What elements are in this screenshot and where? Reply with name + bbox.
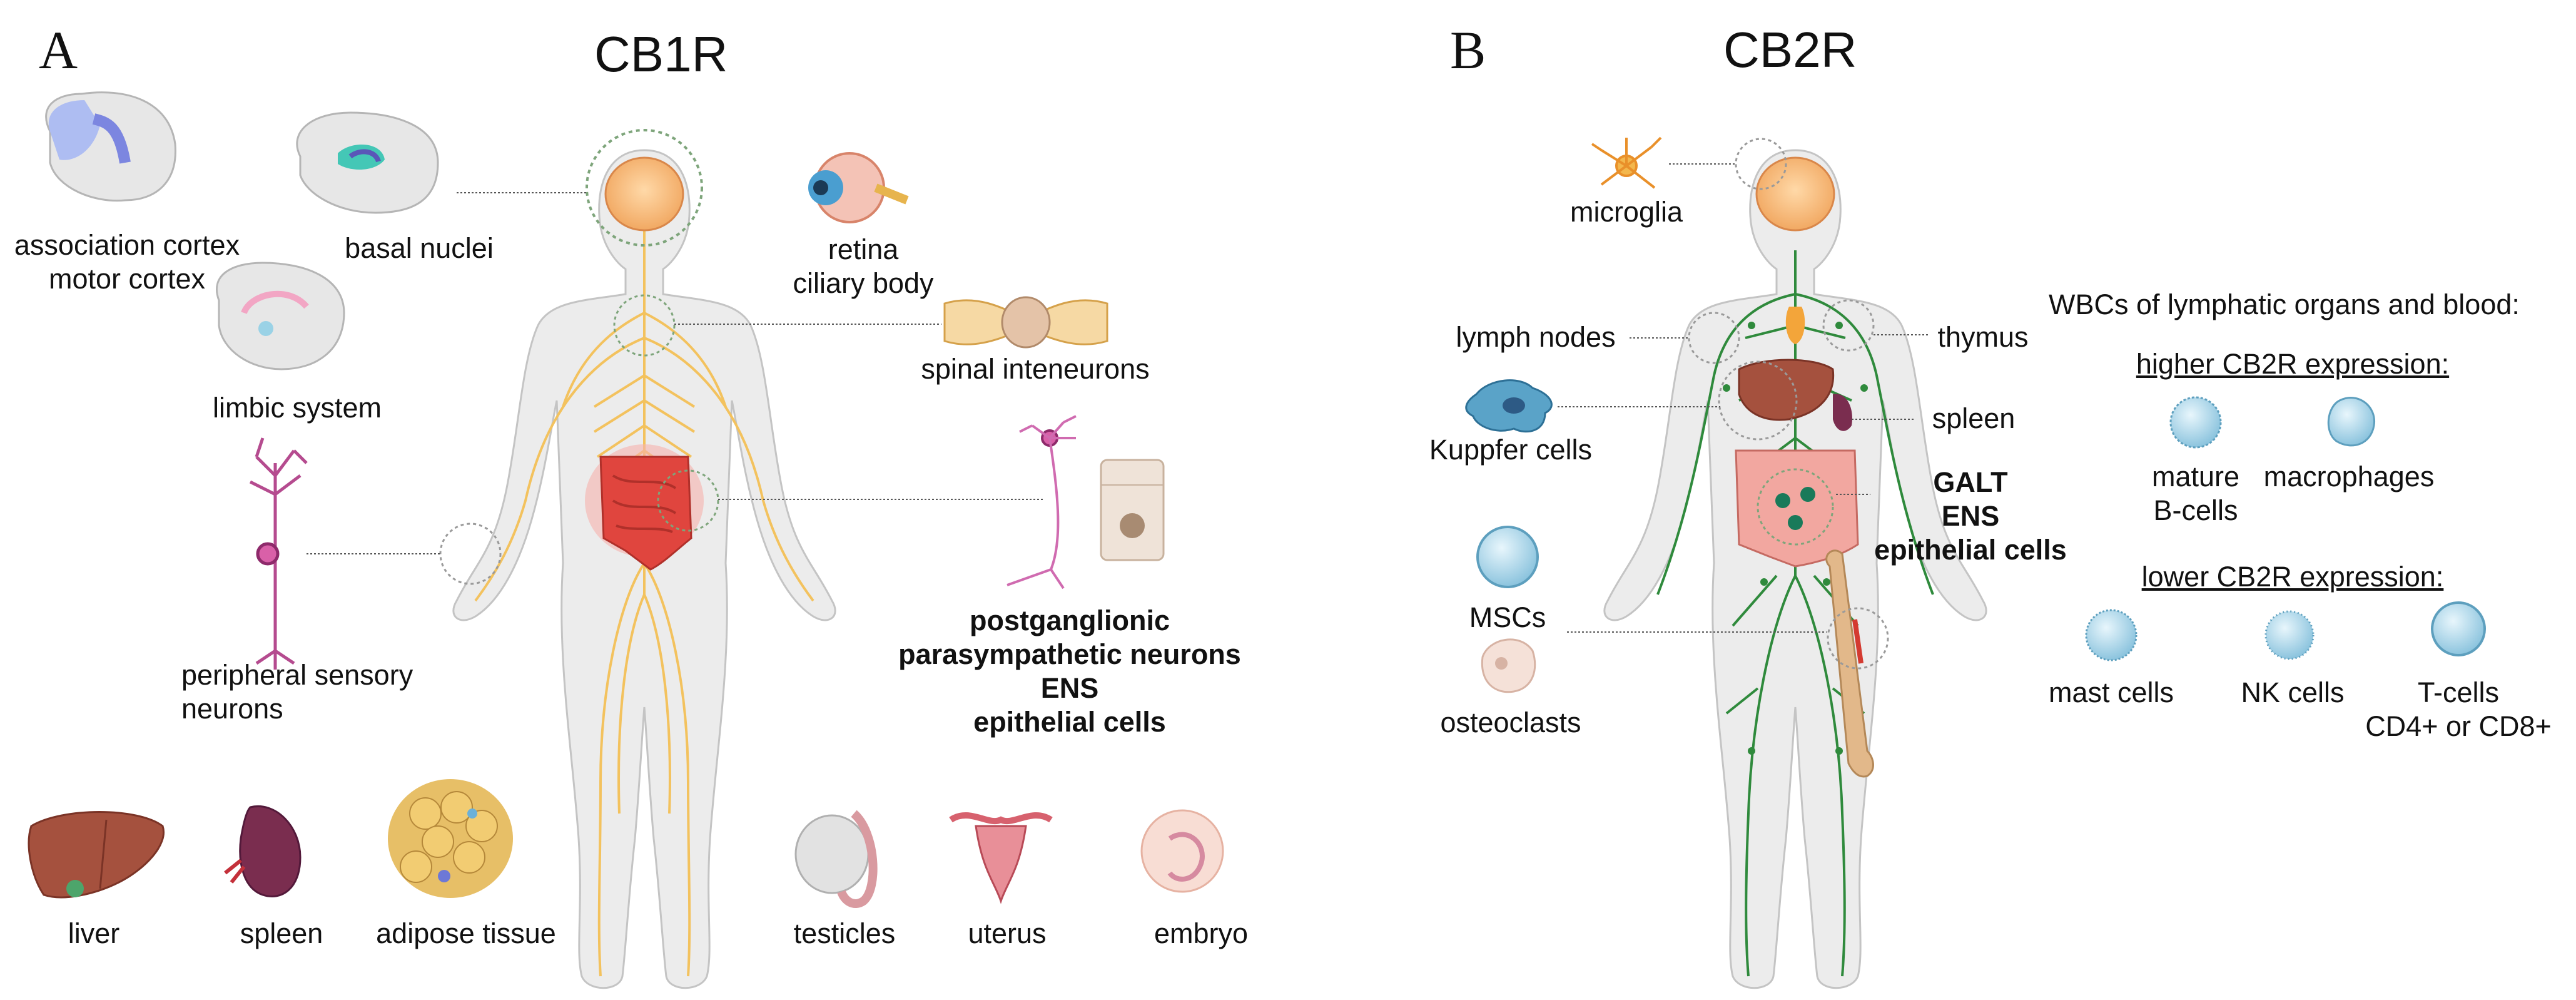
spleen-icon-a: [224, 805, 302, 897]
panel-a-title: CB1R: [594, 26, 728, 82]
panel-a-letter: A: [39, 20, 78, 80]
embryo-icon: [1140, 809, 1224, 893]
label-gut-line4: epithelial cells: [973, 706, 1166, 738]
lymph-nodes-dots-b: [1723, 322, 1868, 755]
bone-icon-b: [1825, 549, 1889, 778]
sensory-neuron-icon: [249, 437, 308, 670]
b-cell-icon: [2169, 396, 2222, 449]
label-peripheral-sensory: peripheral sensory neurons: [181, 658, 444, 726]
liver-icon-b: [1738, 359, 1835, 421]
label-osteoclasts: osteoclasts: [1440, 707, 1581, 738]
nerve-network-a: [474, 207, 814, 977]
label-microglia: microglia: [1569, 196, 1683, 228]
epithelial-cell-icon: [1100, 459, 1165, 561]
kupffer-cell-icon: [1465, 379, 1553, 433]
brain-highlight-ring-a: [586, 129, 703, 247]
intestine-icon-a: [585, 444, 704, 571]
label-thymus: thymus: [1937, 321, 2029, 353]
label-t-cells-line2: CD4+ or CD8+: [2365, 710, 2552, 742]
brain-icon-b: [1755, 156, 1835, 232]
label-adipose-tissue: adipose tissue: [376, 917, 556, 949]
label-t-cells-line1: T-cells: [2417, 676, 2499, 708]
gut-highlight-ring-a: [657, 469, 719, 532]
label-galt-line3: epithelial cells: [1874, 534, 2067, 566]
label-lymph-nodes: lymph nodes: [1456, 321, 1616, 353]
label-spleen-b: spleen: [1932, 402, 2016, 434]
label-kupffer-cells: Kuppfer cells: [1429, 434, 1593, 466]
label-t-cells: T-cells CD4+ or CD8+: [2358, 676, 2558, 743]
label-galt-line2: ENS: [1941, 500, 2000, 532]
testicle-icon: [794, 810, 878, 908]
label-gut-line3: ENS: [1040, 672, 1099, 704]
spinal-cord-icon: [943, 296, 1108, 349]
panel-b-letter: B: [1450, 20, 1486, 80]
label-testicles: testicles: [793, 917, 896, 949]
uterus-icon: [949, 812, 1053, 904]
label-mast-cells: mast cells: [2048, 676, 2174, 708]
macrophage-icon: [2327, 397, 2376, 447]
liver-icon-a: [28, 811, 165, 899]
label-b-cells-line2: B-cells: [2153, 494, 2238, 526]
brain-icon-a: [604, 156, 684, 232]
brain-cortex-icon: [45, 91, 176, 202]
eye-icon: [808, 152, 909, 223]
label-retina-line1: retina: [828, 233, 899, 265]
label-liver: liver: [68, 917, 120, 949]
label-retina: retina ciliary body: [769, 233, 957, 300]
hand-highlight-ring-a: [439, 523, 502, 585]
brain-limbic-icon: [216, 262, 345, 370]
mast-cell-icon: [2085, 609, 2137, 661]
label-uterus: uterus: [968, 917, 1047, 949]
microglia-ring-b: [1735, 138, 1787, 190]
postganglionic-neuron-icon: [1007, 415, 1077, 589]
label-periph-line2: neurons: [181, 693, 283, 725]
panel-b-title: CB2R: [1723, 22, 1857, 78]
label-embryo: embryo: [1154, 917, 1249, 949]
microglia-cell-icon: [1591, 136, 1662, 189]
msc-cell-icon: [1476, 526, 1539, 588]
spinal-highlight-ring-a: [613, 294, 676, 357]
label-b-cells: mature B-cells: [2127, 460, 2264, 528]
label-mscs: MSCs: [1469, 601, 1546, 633]
label-galt: GALT ENS epithelial cells: [1867, 466, 2074, 567]
thymus-ring-b: [1822, 299, 1875, 352]
label-postganglionic: postganglionic parasympathetic neurons E…: [888, 604, 1251, 739]
label-spinal-inteneurons: spinal inteneurons: [921, 353, 1150, 385]
nk-cell-icon: [2264, 610, 2315, 660]
label-spleen-a: spleen: [240, 917, 323, 949]
label-nk-cells: NK cells: [2241, 676, 2345, 708]
label-gut-line1: postganglionic: [970, 605, 1170, 636]
label-lower-expression: lower CB2R expression:: [2141, 561, 2444, 593]
label-limbic-system: limbic system: [212, 392, 382, 424]
label-wbc-heading: WBCs of lymphatic organs and blood:: [2049, 288, 2520, 320]
brain-basal-icon: [296, 111, 439, 214]
label-macrophages: macrophages: [2263, 461, 2435, 492]
label-b-cells-line1: mature: [2151, 461, 2240, 492]
osteoclast-cell-icon: [1481, 638, 1536, 693]
label-periph-line1: peripheral sensory: [181, 659, 413, 691]
thymus-icon-b: [1785, 307, 1805, 344]
label-retina-line2: ciliary body: [793, 267, 934, 299]
liver-ring-b: [1718, 360, 1798, 441]
connector-lines-b: [1558, 163, 1930, 633]
spleen-icon-b: [1833, 394, 1852, 431]
label-higher-expression: higher CB2R expression:: [2136, 348, 2450, 380]
t-cell-icon: [2431, 601, 2486, 656]
label-association-line2: motor cortex: [48, 263, 206, 295]
label-gut-line2: parasympathetic neurons: [898, 638, 1241, 670]
intestine-icon-b: [1735, 449, 1859, 568]
lymph-node-ring-b: [1688, 312, 1740, 364]
label-association-line1: association cortex: [14, 229, 240, 261]
adipose-tissue-icon: [388, 779, 513, 898]
connector-lines-a: [307, 192, 1045, 554]
label-basal-nuclei: basal nuclei: [345, 232, 494, 264]
label-galt-line1: GALT: [1933, 466, 2008, 498]
label-association-cortex: association cortex motor cortex: [11, 228, 243, 296]
